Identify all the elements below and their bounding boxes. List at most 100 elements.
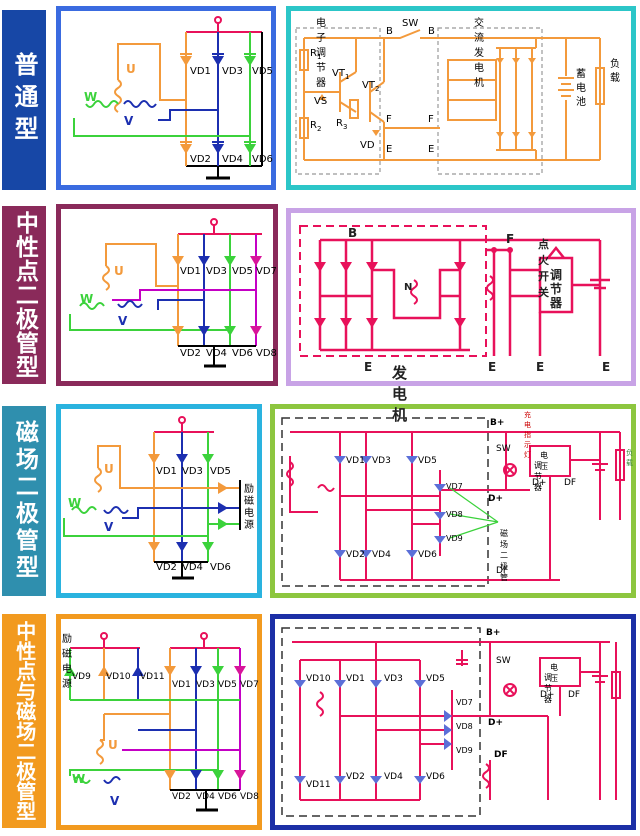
transistor-vt1: VT1 <box>332 68 350 81</box>
section-label-text: 普通型 <box>9 52 39 148</box>
battery-label: 蓄电池 <box>576 69 586 108</box>
phase-label-w: W <box>68 496 82 510</box>
diode-label: VD2 <box>180 348 201 359</box>
vd-label: VD4 <box>384 772 403 782</box>
load-label: 负载 <box>626 449 633 467</box>
phase-label-w: W <box>84 90 98 104</box>
resistor-r1: R1 <box>310 48 322 61</box>
terminal-e-left: E <box>386 144 393 155</box>
diode-label: VD3 <box>196 680 215 690</box>
diode-label: VD6 <box>252 154 273 165</box>
terminal-df-reg: DF <box>564 478 577 488</box>
row2-right-panel <box>286 208 636 386</box>
row4-left-panel <box>56 614 262 830</box>
phase-label-v: V <box>104 520 114 534</box>
field-diodes-label: 磁场二极管 <box>500 529 508 582</box>
vd-label: VD10 <box>306 674 331 684</box>
diode-label: VD8 <box>240 792 259 802</box>
diode-label: VD5 <box>232 266 253 277</box>
section-label-text: 磁场二极管型 <box>11 420 39 582</box>
row3-right-panel <box>270 404 636 598</box>
vd-label: VD3 <box>372 456 391 466</box>
diode-label: VD7 <box>256 266 277 277</box>
vd-label: VD6 <box>418 550 437 560</box>
diode-label: VD4 <box>196 792 215 802</box>
field-supply-label: 励磁电源 <box>244 484 254 531</box>
regulator-label-1: 电压 <box>550 663 558 683</box>
resistor-r3: R3 <box>336 118 348 131</box>
load-label: 负载 <box>610 59 620 84</box>
terminal-b-plus: B+ <box>490 418 505 428</box>
diode-label: VD5 <box>252 66 273 77</box>
diode-label: VD7 <box>240 680 259 690</box>
vd-label: VD1 <box>346 456 365 466</box>
diode-vd: VD <box>360 140 375 151</box>
terminal-f: F <box>506 232 515 246</box>
section-label-neutral-field-diode: 中性点与磁场二极管型 <box>2 614 46 828</box>
terminal-b-right: B <box>428 26 435 37</box>
coil-n: N <box>404 282 413 293</box>
terminal-d-plus-reg: D+ <box>540 690 555 700</box>
vd-label: VD9 <box>456 746 473 755</box>
terminal-f-left: F <box>386 114 392 125</box>
vd-label: VD2 <box>346 550 365 560</box>
terminal-d-plus: D+ <box>488 494 504 504</box>
diode-label: VD9 <box>72 672 91 682</box>
diode-label: VD6 <box>210 562 231 573</box>
terminal-e-1: E <box>364 360 373 374</box>
diode-label: VD3 <box>206 266 227 277</box>
terminal-df: DF <box>494 750 508 760</box>
diode-label: VD8 <box>256 348 277 359</box>
vd-label: VD3 <box>384 674 403 684</box>
transistor-vt2: VT2 <box>362 80 380 93</box>
row1-left-panel <box>56 6 276 190</box>
diode-label: VD2 <box>172 792 191 802</box>
terminal-b-left: B <box>386 26 393 37</box>
row3-left-panel <box>56 404 262 598</box>
diode-label: VD5 <box>218 680 237 690</box>
terminal-e-right: E <box>428 144 435 155</box>
vd-label: VD2 <box>346 772 365 782</box>
switch-label: SW <box>496 656 511 666</box>
vd-label: VD11 <box>306 780 331 790</box>
diode-label: VD11 <box>140 672 165 682</box>
phase-label-u: U <box>104 462 114 476</box>
vd-label: VD9 <box>446 534 463 543</box>
terminal-df: DF <box>496 566 509 576</box>
section-label-field-diode: 磁场二极管型 <box>2 406 46 596</box>
diode-label: VD3 <box>222 66 243 77</box>
phase-label-v: V <box>110 794 120 808</box>
regulator-label-1: 电压 <box>540 451 548 471</box>
terminal-b: B <box>348 226 358 240</box>
diode-label: VD1 <box>190 66 211 77</box>
diode-label: VD6 <box>218 792 237 802</box>
terminal-df-reg: DF <box>568 690 581 700</box>
vd-label: VD8 <box>456 722 473 731</box>
diode-label: VD1 <box>180 266 201 277</box>
section-label-neutral-diode: 中性点二极管型 <box>2 206 46 384</box>
phase-label-u: U <box>108 738 118 752</box>
diode-label: VD4 <box>222 154 243 165</box>
regulator-label: 调节器 <box>550 268 563 310</box>
vd-label: VD5 <box>426 674 445 684</box>
phase-label-w: W <box>80 292 94 306</box>
field-supply-label: 励磁电源 <box>62 634 72 690</box>
resistor-r2: R2 <box>310 120 322 133</box>
diode-label: VD2 <box>156 562 177 573</box>
vd-label: VD7 <box>456 698 473 707</box>
section-label-text: 中性点二极管型 <box>11 211 39 379</box>
diode-label: VD10 <box>106 672 131 682</box>
terminal-f-right: F <box>428 114 434 125</box>
terminal-b-plus: B+ <box>486 628 501 638</box>
vd-label: VD5 <box>418 456 437 466</box>
regulator-label-2: 调节器 <box>544 673 552 704</box>
charge-lamp-label: 充电指示灯 <box>524 411 531 459</box>
phase-label-u: U <box>126 62 136 76</box>
phase-label-v: V <box>124 114 134 128</box>
alternator-title: 交流发电机 <box>474 18 484 89</box>
diode-label: VD4 <box>182 562 203 573</box>
terminal-d-plus: D+ <box>488 718 504 728</box>
vd-label: VD8 <box>446 510 463 519</box>
regulator-title: 电子调节器 <box>316 18 326 89</box>
diode-label: VD1 <box>172 680 191 690</box>
